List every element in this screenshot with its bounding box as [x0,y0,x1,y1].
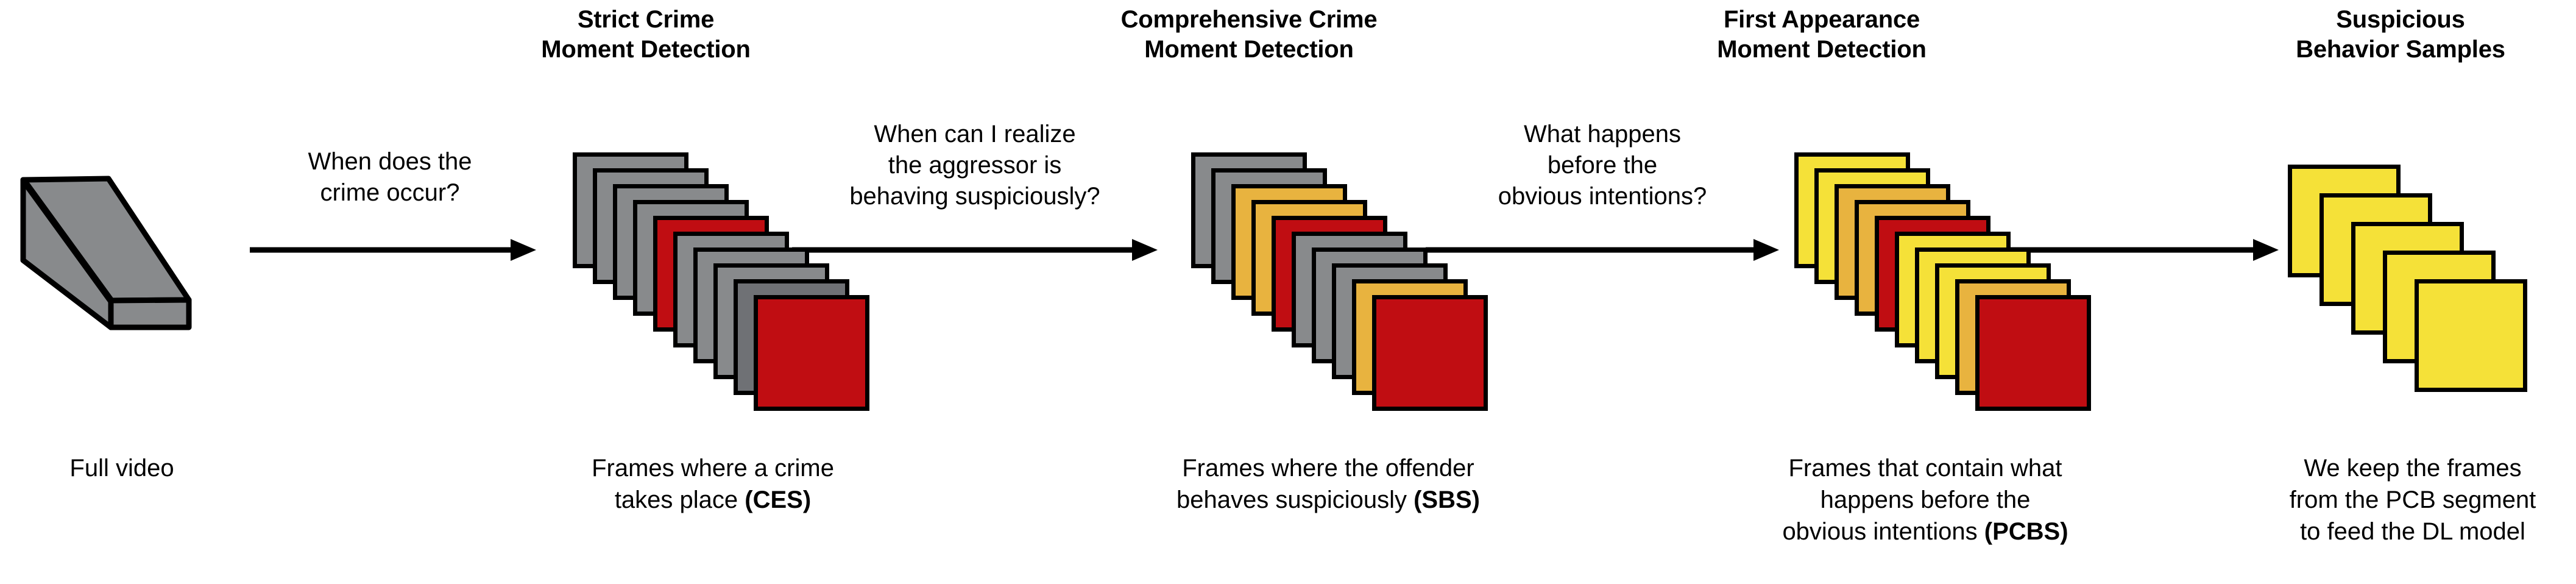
stack-ces [573,152,869,411]
caption-line: Frames where the offender [1182,455,1474,482]
caption-acronym: (PCBS) [1984,518,2068,545]
caption-line: behaves suspiciously [1177,486,1414,513]
caption-acronym: (SBS) [1414,486,1480,513]
caption-line: We keep the frames [2304,455,2522,482]
stack-pcbs [1794,152,2091,411]
caption-line: happens before the [1820,486,2031,513]
caption-line: to feed the DL model [2300,518,2525,545]
question-aggressor-suspicious: When can I realize the aggressor is beha… [849,121,1100,210]
caption-pcbs: Frames that contain what happens before t… [1712,452,2139,547]
caption-acronym: (CES) [745,486,812,513]
caption-line: obvious intentions [1782,518,1984,545]
stack-sbs [1191,152,1488,411]
frame-sbs-stack-10 [1372,295,1488,411]
caption-dl-model: We keep the frames from the PCB segment to… [2248,452,2576,547]
arrow-ces-to-sbs [792,238,1158,262]
frame-samples-stack-5 [2415,279,2527,392]
heading-suspicious-behavior: Suspicious Behavior Samples [2296,6,2505,63]
heading-first-appearance: First Appearance Moment Detection [1717,6,1927,63]
caption-line: Frames where a crime [592,455,834,482]
caption-full-video: Full video [12,452,232,484]
caption-line: Full video [69,455,174,482]
caption-line: Frames that contain what [1788,455,2062,482]
caption-line: from the PCB segment [2289,486,2536,513]
arrow-pcbs-to-samples [1998,238,2279,262]
heading-strict-crime: Strict Crime Moment Detection [541,6,751,63]
frame-ces-stack-10 [754,295,869,411]
arrow-sbs-to-pcbs [1426,238,1779,262]
full-video-block [6,149,225,332]
caption-line: takes place [614,486,745,513]
caption-ces: Frames where a crime takes place (CES) [524,452,902,516]
heading-comprehensive-crime: Comprehensive Crime Moment Detection [1120,6,1378,63]
frame-pcbs-stack-10 [1975,295,2091,411]
arrow-video-to-ces [250,238,536,262]
question-crime-occurrence: When does the crime occur? [308,148,472,207]
stack-samples [2288,165,2527,392]
question-before-intentions: What happens before the obvious intentio… [1498,121,1707,210]
caption-sbs: Frames where the offender behaves suspici… [1109,452,1548,516]
